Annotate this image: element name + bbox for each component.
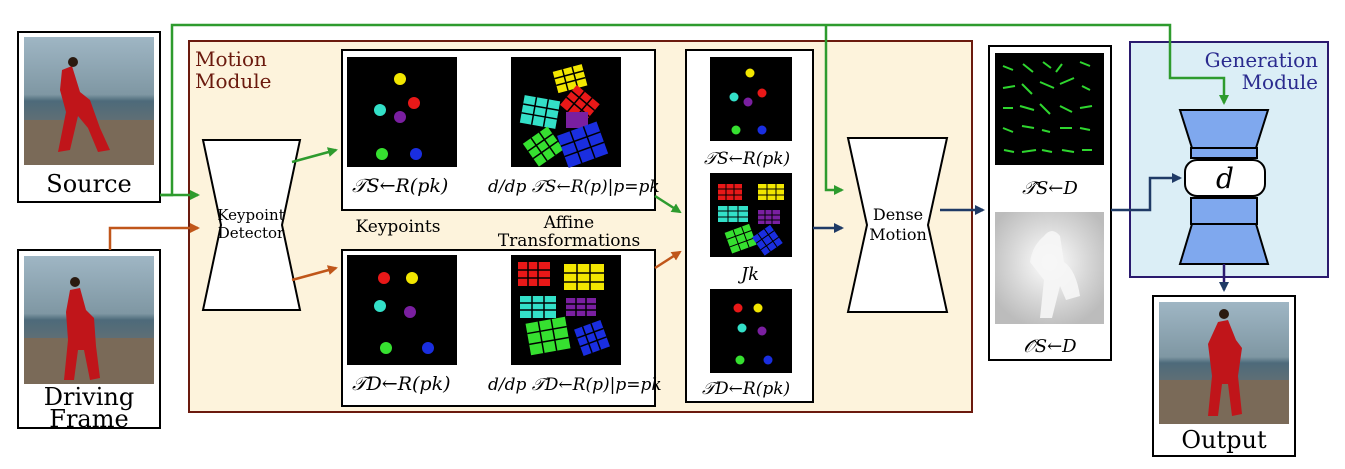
generation-module-title-2: Module: [1242, 70, 1318, 94]
driving-keypoint-formula: 𝒯D←R(pk): [352, 373, 451, 395]
bottleneck-box: [1184, 159, 1266, 197]
source-to-dense-arrow: [824, 25, 844, 195]
occlusion-label: 𝒪̂S←D: [1023, 336, 1077, 357]
generator-network: d: [1178, 109, 1270, 265]
keypoint-detector-label-2: Detector: [218, 224, 285, 242]
keypoints-caption: Keypoints: [356, 217, 441, 237]
motion-module-title-2: Module: [195, 69, 271, 93]
bottom-box-to-column-arrow: [654, 250, 682, 270]
jacobian-label: Jk: [737, 264, 759, 285]
output-label: Output: [1181, 426, 1267, 454]
dense-motion-label-1: Dense: [873, 205, 923, 224]
top-box-to-column-arrow: [654, 194, 682, 214]
keypoint-detector-label-1: Keypoint: [217, 206, 284, 224]
source-affine-formula: d/dp 𝒯S←R(p)|p=pk: [488, 177, 660, 197]
flow-label: 𝒯̂S←D: [1022, 178, 1078, 199]
motion-module-title: Motion: [195, 47, 267, 71]
driving-image-panel: Driving Frame: [17, 249, 161, 433]
flow-arrows: [1002, 61, 1093, 153]
combined-source-formula: 𝒯S←R(pk): [704, 149, 790, 169]
source-label: Source: [46, 170, 131, 198]
bottleneck-label: d: [1216, 162, 1234, 195]
keypoint-detector-block: Keypoint Detector: [201, 139, 302, 311]
flow-to-generator-arrow: [1111, 173, 1182, 212]
detector-to-top-box-arrow: [291, 147, 338, 164]
optical-flow-map: [995, 53, 1104, 165]
dense-motion-block: Dense Motion: [846, 137, 949, 313]
affine-caption-1: Affine: [543, 213, 595, 233]
generation-module-title: Generation: [1205, 48, 1318, 72]
driving-to-detector-arrow: [108, 223, 200, 250]
detector-to-bottom-box-arrow: [291, 265, 338, 282]
source-image-panel: Source: [17, 31, 161, 203]
driving-affine-formula: d/dp 𝒯D←R(p)|p=pk: [488, 375, 662, 395]
combined-driving-keypoints: [710, 289, 792, 373]
driving-label-2: Frame: [49, 405, 128, 433]
affine-caption-2: Transformations: [498, 231, 640, 251]
output-image-panel: Output: [1152, 295, 1296, 457]
driving-label-1: Driving: [44, 383, 134, 411]
combined-driving-formula: 𝒯D←R(pk): [702, 379, 790, 399]
dense-motion-label-2: Motion: [869, 225, 927, 244]
source-keypoint-formula: 𝒯S←R(pk): [352, 175, 448, 197]
driving-keypoints-map: [347, 255, 457, 365]
